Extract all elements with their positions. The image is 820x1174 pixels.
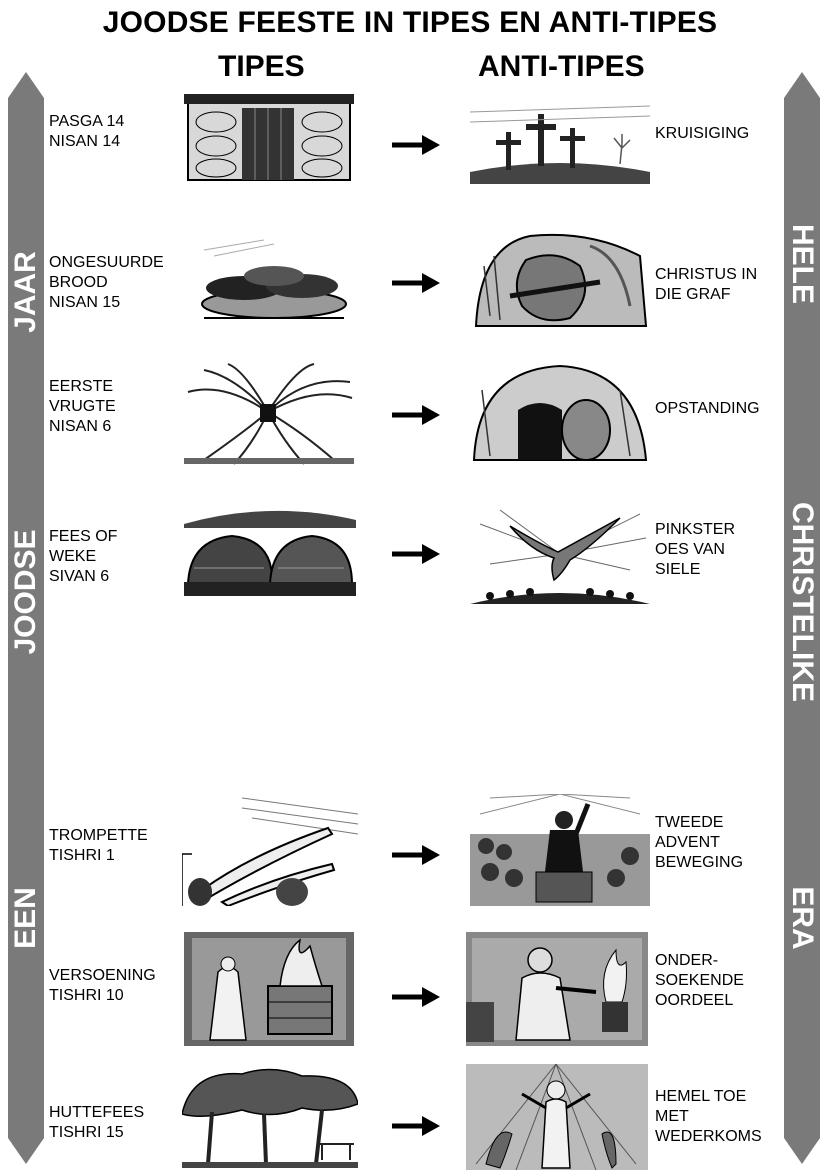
antitype-label-line: WEDERKOMS xyxy=(655,1128,762,1145)
antitype-label: PINKSTER OES VAN SIELE xyxy=(655,520,735,580)
left-label-jaar: JAAR xyxy=(9,251,42,333)
type-label: PASGA 14 NISAN 14 xyxy=(49,112,124,152)
antitype-label-line: PINKSTER xyxy=(655,521,736,538)
antitype-label-line: OPSTANDING xyxy=(655,400,760,417)
type-label: EERSTE VRUGTE NISAN 6 xyxy=(49,377,116,437)
left-label-een: EEN xyxy=(9,887,42,949)
type-label: VERSOENING TISHRI 10 xyxy=(49,966,156,1006)
type-label-line: EERSTE xyxy=(49,378,114,395)
antitype-label-line: CHRISTUS IN xyxy=(655,266,758,283)
page-title: JOODSE FEESTE IN TIPES EN ANTI-TIPES xyxy=(102,6,718,39)
antitype-label-line: ADVENT xyxy=(655,834,720,851)
unleavened-bread-illustration xyxy=(184,230,354,330)
type-label-line: TISHRI 1 xyxy=(49,847,115,864)
type-label-line: TISHRI 10 xyxy=(49,987,124,1004)
right-era-bar xyxy=(784,72,820,1164)
antitype-label-line: MET xyxy=(655,1108,689,1125)
trumpets-illustration xyxy=(182,794,358,906)
antitype-label-line: HEMEL TOE xyxy=(655,1088,747,1105)
type-label-line: VRUGTE xyxy=(49,398,116,415)
type-label: ONGESUURDE BROOD NISAN 15 xyxy=(49,253,164,313)
type-label: HUTTEFEES TISHRI 15 xyxy=(49,1103,144,1143)
open-tomb-illustration xyxy=(470,360,650,464)
arrow-icon xyxy=(392,987,440,1007)
antitype-label-line: DIE GRAF xyxy=(655,286,731,303)
booths-illustration xyxy=(182,1064,358,1172)
antitype-label: OPSTANDING xyxy=(655,399,760,419)
type-label: FEES OF WEKE SIVAN 6 xyxy=(49,527,117,587)
antitype-label-line: SIELE xyxy=(655,561,701,578)
antitype-label-line: TWEEDE xyxy=(655,814,724,831)
three-crosses-illustration xyxy=(470,102,650,184)
second-coming-illustration xyxy=(466,1064,648,1170)
left-label-joodse: JOODSE xyxy=(9,529,42,655)
type-label-line: TISHRI 15 xyxy=(49,1124,124,1141)
right-label-era: ERA xyxy=(786,886,819,950)
antitype-label-line: BEWEGING xyxy=(655,854,744,871)
antitype-label-line: OES VAN xyxy=(655,541,725,558)
tomb-stone-illustration xyxy=(470,226,650,334)
arrow-icon xyxy=(392,1116,440,1136)
altar-illustration xyxy=(184,932,354,1046)
sheaf-illustration xyxy=(184,362,354,466)
arrow-icon xyxy=(392,273,440,293)
right-label-christelike: CHRISTELIKE xyxy=(786,501,819,703)
type-label-line: NISAN 15 xyxy=(49,294,121,311)
door-illustration xyxy=(184,94,354,184)
antitype-label: TWEEDE ADVENT BEWEGING xyxy=(655,813,743,873)
type-label: TROMPETTE TISHRI 1 xyxy=(49,826,148,866)
antitype-label-line: KRUISIGING xyxy=(655,125,750,142)
antitype-label-line: SOEKENDE xyxy=(655,972,744,989)
right-label-hele: HELE xyxy=(786,223,819,305)
arrow-icon xyxy=(392,544,440,564)
priest-illustration xyxy=(466,932,648,1046)
arrow-icon xyxy=(392,135,440,155)
type-label-line: BROOD xyxy=(49,274,108,291)
type-label-line: WEKE xyxy=(49,548,97,565)
type-label-line: ONGESUURDE xyxy=(49,254,164,271)
two-loaves-illustration xyxy=(184,494,356,604)
arrow-icon xyxy=(392,845,440,865)
type-label-line: NISAN 14 xyxy=(49,133,121,150)
type-label-line: HUTTEFEES xyxy=(49,1104,145,1121)
type-label-line: PASGA 14 xyxy=(49,113,125,130)
antitypes-column-header: ANTI-TIPES xyxy=(478,50,645,83)
antitype-label: KRUISIGING xyxy=(655,124,749,144)
dove-illustration xyxy=(470,504,650,604)
antitype-label: CHRISTUS IN DIE GRAF xyxy=(655,265,757,305)
type-label-line: VERSOENING xyxy=(49,967,156,984)
antitype-label-line: ONDER- xyxy=(655,952,719,969)
type-label-line: SIVAN 6 xyxy=(49,568,110,585)
type-label-line: NISAN 6 xyxy=(49,418,112,435)
left-era-bar xyxy=(8,72,44,1164)
arrow-icon xyxy=(392,405,440,425)
type-label-line: FEES OF xyxy=(49,528,118,545)
types-column-header: TIPES xyxy=(218,50,305,83)
preacher-illustration xyxy=(470,794,650,906)
antitype-label: ONDER- SOEKENDE OORDEEL xyxy=(655,951,744,1011)
type-label-line: TROMPETTE xyxy=(49,827,148,844)
antitype-label: HEMEL TOE MET WEDERKOMS xyxy=(655,1087,762,1147)
antitype-label-line: OORDEEL xyxy=(655,992,734,1009)
